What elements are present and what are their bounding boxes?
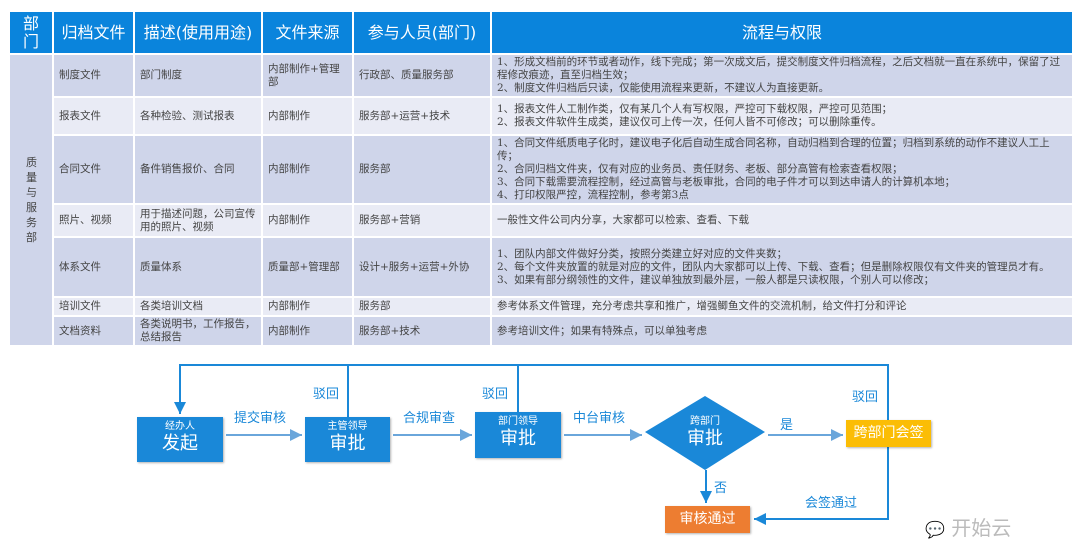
cross-action: 审批 <box>687 428 723 449</box>
people-cell: 服务部+运营+技术 <box>354 98 490 134</box>
department-cell: 质量与服务部 <box>10 55 52 345</box>
compliance-label: 合规审查 <box>403 411 456 426</box>
column-header: 部门 <box>10 12 52 53</box>
cross-role: 跨部门 <box>690 416 720 427</box>
table-row: 文档资料各类说明书，工作报告，总结报告内部制作服务部+技术参考培训文件；如果有特… <box>10 317 1072 345</box>
process-cell: 参考培训文件；如果有特殊点，可以单独考虑 <box>492 317 1072 345</box>
process-line: 2、制度文件归档后只读，仅能使用流程来更新，不建议人为直接更新。 <box>497 82 830 94</box>
file-cell: 体系文件 <box>54 238 133 296</box>
desc-cell: 质量体系 <box>135 238 261 296</box>
column-header: 文件来源 <box>263 12 352 53</box>
sign-pass-line <box>754 447 889 525</box>
process-cell: 一般性文件公司内分享，大家都可以检索、查看、下载 <box>492 205 1072 236</box>
process-line: 参考培训文件；如果有特殊点，可以单独考虑 <box>497 324 707 337</box>
start-node: 经办人发起 <box>137 417 223 462</box>
process-line: 3、合同下载需要流程控制，经过高管与老板审批，合同的电子件才可以到达申请人的计算… <box>497 176 956 188</box>
file-archive-table: 部门归档文件描述(使用用途)文件来源参与人员(部门)流程与权限 质量与服务部制度… <box>8 10 1074 347</box>
column-header: 归档文件 <box>54 12 133 53</box>
watermark: 💬 开始云 <box>925 512 1011 541</box>
no-label: 否 <box>714 481 728 496</box>
file-cell: 照片、视频 <box>54 205 133 236</box>
people-cell: 服务部+营销 <box>354 205 490 236</box>
people-cell: 服务部+技术 <box>354 317 490 345</box>
process-line: 2、每个文件夹放置的就是对应的文件，团队内大家都可以上传、下载、查看；但是删除权… <box>497 260 1050 273</box>
process-line: 2、合同归档文件夹，仅有对应的业务员、责任财务、老板、部分高管有检索查看权限； <box>497 163 903 175</box>
column-header: 流程与权限 <box>492 12 1072 53</box>
people-cell: 设计+服务+运营+外协 <box>354 238 490 296</box>
watermark-text: 开始云 <box>951 516 1012 540</box>
cross-dept-diamond <box>645 396 765 470</box>
process-cell: 参考体系文件管理，充分考虑共享和推广，增强鲫鱼文件的交流机制，给文件打分和评论 <box>492 298 1072 315</box>
cross-dept-node: 跨部门审批 <box>665 412 745 456</box>
process-line: 4、打印权限严控，流程控制，参考第3点 <box>497 189 689 201</box>
yes-label: 是 <box>780 418 794 433</box>
source-cell: 内部制作 <box>263 136 352 203</box>
dept-leader-role: 部门领导 <box>498 416 538 427</box>
desc-cell: 备件销售报价、合同 <box>135 136 261 203</box>
process-cell: 1、报表文件人工制作类，仅有某几个人有写权限，严控可下载权限，严控可见范围；2、… <box>492 98 1072 134</box>
people-cell: 行政部、质量服务部 <box>354 55 490 96</box>
desc-cell: 用于描述问题，公司宣传用的照片、视频 <box>135 205 261 236</box>
file-cell: 报表文件 <box>54 98 133 134</box>
reject-label: 驳回 <box>852 390 879 405</box>
process-line: 3、如果有部分纲领性的文件，建议单独放到最外层，一般人都是只读权限，个别人可以修… <box>497 273 935 286</box>
people-cell: 服务部 <box>354 298 490 315</box>
reject-label: 驳回 <box>313 387 340 402</box>
submit-label: 提交审核 <box>234 411 287 426</box>
table-row: 照片、视频用于描述问题，公司宣传用的照片、视频内部制作服务部+营销一般性文件公司… <box>10 205 1072 236</box>
table-row: 合同文件备件销售报价、合同内部制作服务部 1、合同文件纸质电子化时，建议电子化后自… <box>10 136 1072 203</box>
approved-node: 审核通过 <box>665 506 750 533</box>
file-cell: 培训文件 <box>54 298 133 315</box>
desc-cell: 各种检验、测试报表 <box>135 98 261 134</box>
process-line: 1、团队内部文件做好分类，按照分类建立好对应的文件夹数； <box>497 247 788 260</box>
middle-label: 中台审核 <box>573 411 626 426</box>
source-cell: 内部制作+管理部 <box>263 55 352 96</box>
start-role: 经办人 <box>165 421 195 432</box>
file-cell: 制度文件 <box>54 55 133 96</box>
people-cell: 服务部 <box>354 136 490 203</box>
process-line: 参考体系文件管理，充分考虑共享和推广，增强鲫鱼文件的交流机制，给文件打分和评论 <box>497 300 907 312</box>
process-line: 1、合同文件纸质电子化时，建议电子化后自动生成合同名称，自动归档到合理的位置；归… <box>497 137 1050 162</box>
file-cell: 文档资料 <box>54 317 133 345</box>
countersign-node: 跨部门会签 <box>846 420 931 447</box>
process-line: 1、报表文件人工制作类，仅有某几个人有写权限，严控可下载权限，严控可见范围； <box>497 103 893 115</box>
dept-leader-action: 审批 <box>500 428 536 449</box>
start-action: 发起 <box>162 433 198 454</box>
desc-cell: 各类培训文档 <box>135 298 261 315</box>
process-cell: 1、团队内部文件做好分类，按照分类建立好对应的文件夹数；2、每个文件夹放置的就是… <box>492 238 1072 296</box>
desc-cell: 部门制度 <box>135 55 261 96</box>
source-cell: 内部制作 <box>263 205 352 236</box>
process-line: 2、报表文件软件生成类，建议仅可上传一次，任何人皆不可修改；可以删除重传。 <box>497 116 882 128</box>
sign-pass-label: 会签通过 <box>805 496 858 511</box>
file-cell: 合同文件 <box>54 136 133 203</box>
supervisor-action: 审批 <box>329 433 366 454</box>
process-cell: 1、合同文件纸质电子化时，建议电子化后自动生成合同名称，自动归档到合理的位置；归… <box>492 136 1072 203</box>
column-header: 参与人员(部门) <box>354 12 490 53</box>
dept-leader-node: 部门领导审批 <box>475 412 561 458</box>
source-cell: 内部制作 <box>263 298 352 315</box>
reject-line <box>174 364 889 420</box>
process-line: 1、形成文档前的环节或者动作，线下完成；第一次成文后，提交制度文件归档流程，之后… <box>497 56 1061 81</box>
table-row: 培训文件各类培训文档内部制作服务部参考体系文件管理，充分考虑共享和推广，增强鲫鱼… <box>10 298 1072 315</box>
reject-label: 驳回 <box>482 387 509 402</box>
source-cell: 内部制作 <box>263 98 352 134</box>
column-header: 描述(使用用途) <box>135 12 261 53</box>
wechat-icon: 💬 <box>925 520 945 539</box>
source-cell: 质量部+管理部 <box>263 238 352 296</box>
process-cell: 1、形成文档前的环节或者动作，线下完成；第一次成文后，提交制度文件归档流程，之后… <box>492 55 1072 96</box>
supervisor-role: 主管领导 <box>327 421 368 432</box>
supervisor-node: 主管领导审批 <box>305 417 390 462</box>
desc-cell: 各类说明书，工作报告，总结报告 <box>135 317 261 345</box>
process-line: 一般性文件公司内分享，大家都可以检索、查看、下载 <box>497 214 749 226</box>
source-cell: 内部制作 <box>263 317 352 345</box>
table-row: 质量与服务部制度文件部门制度内部制作+管理部行政部、质量服务部 1、形成文档前的环… <box>10 55 1072 345</box>
